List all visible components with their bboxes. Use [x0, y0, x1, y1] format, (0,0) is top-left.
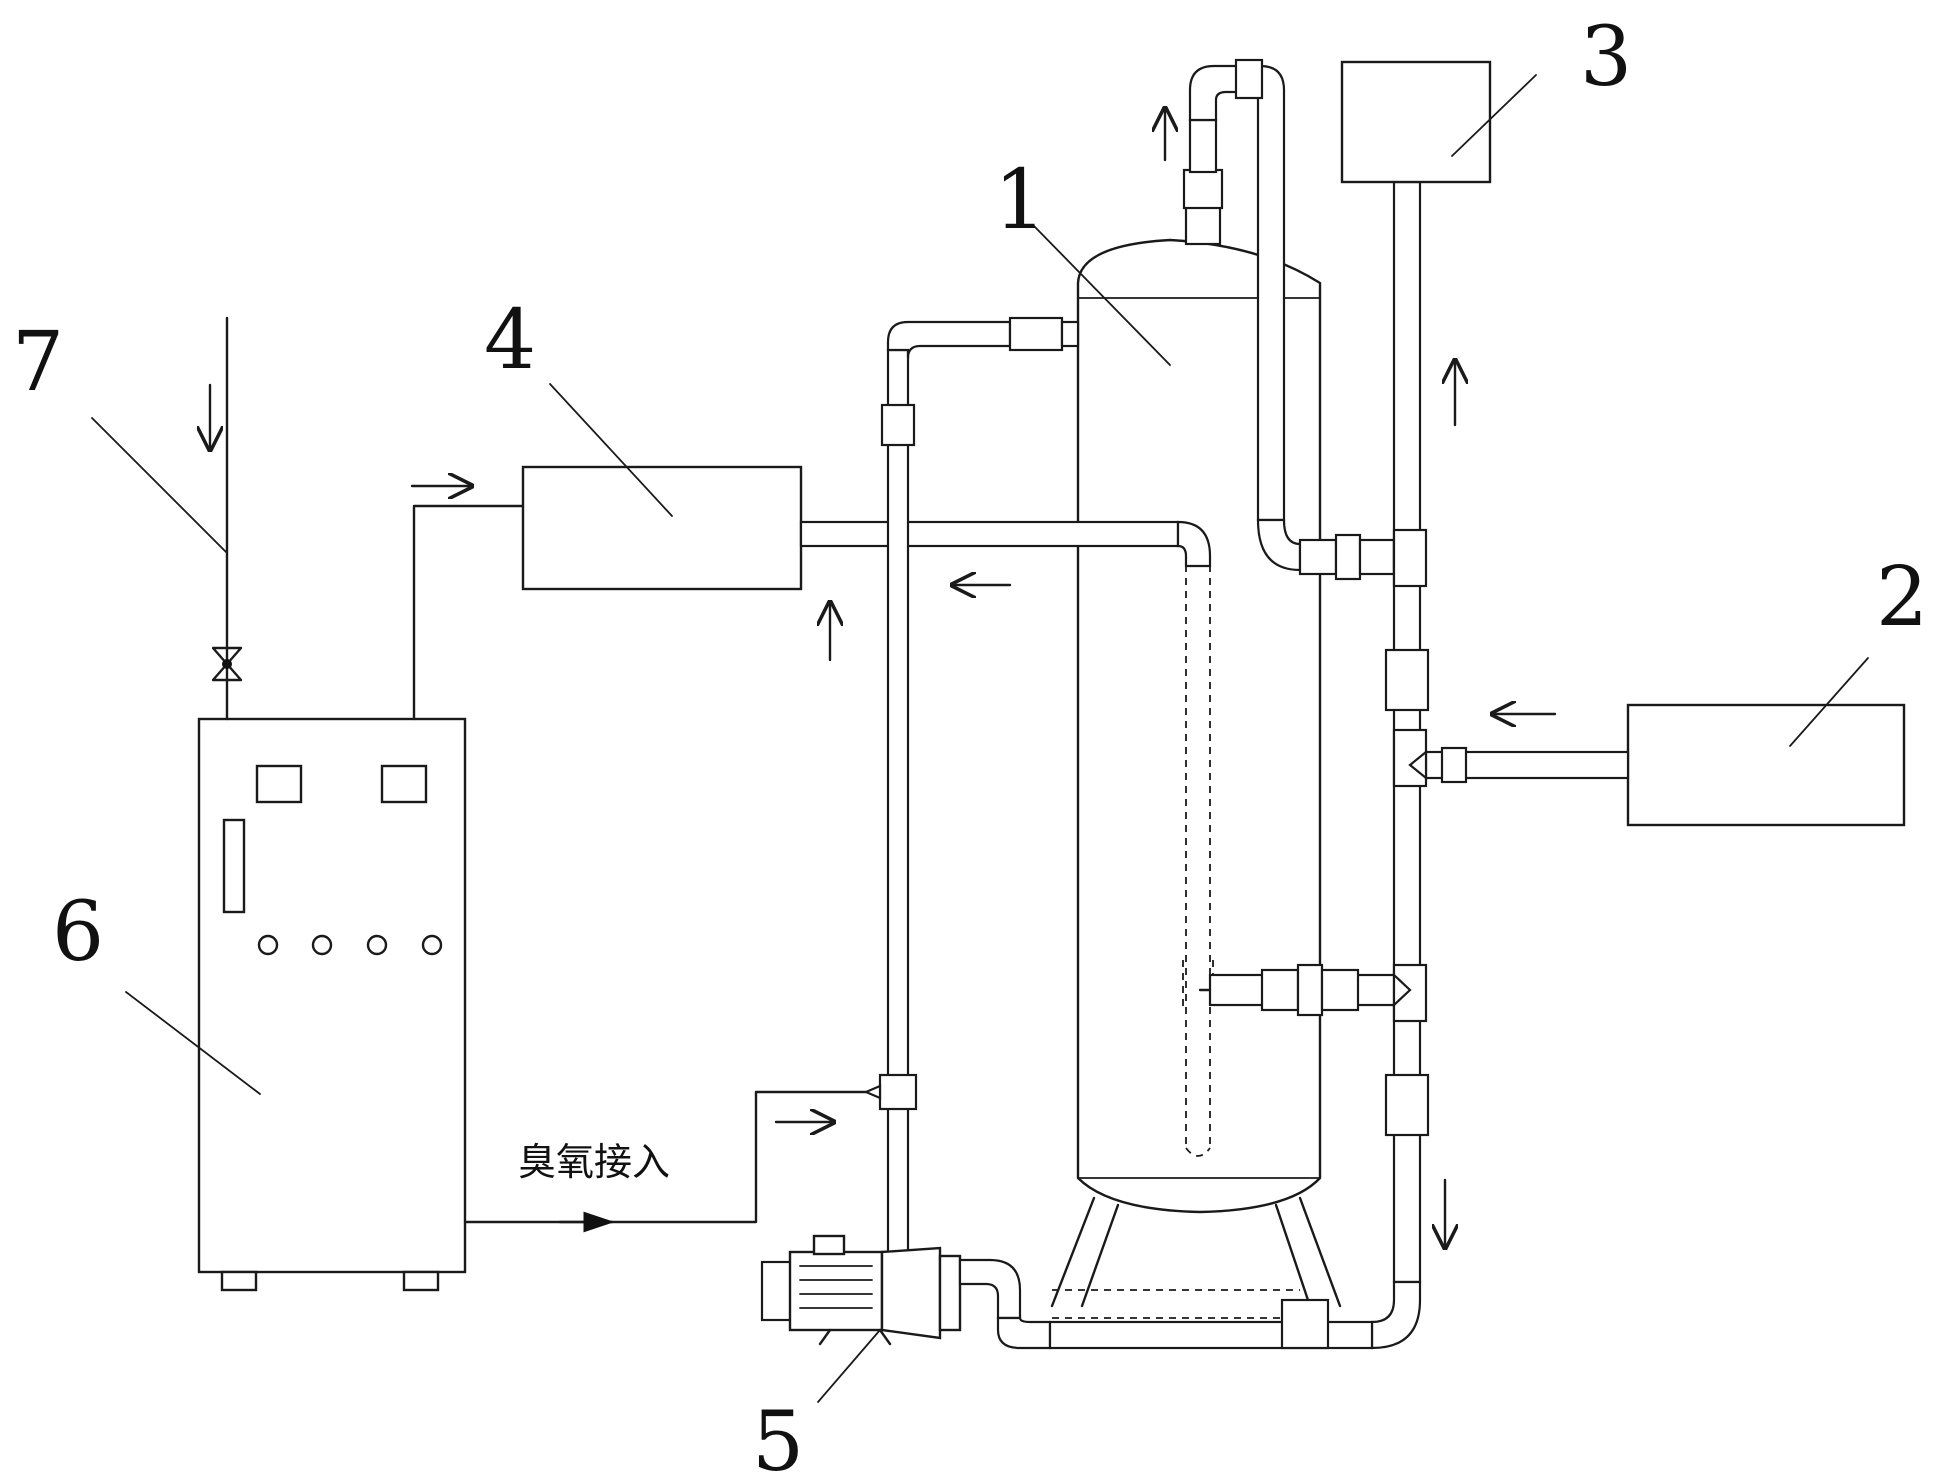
ozone-generator: [197, 717, 467, 1292]
knob-4: [421, 934, 443, 956]
leader-1: [1033, 225, 1171, 366]
label-5: 5: [752, 1395, 804, 1481]
tank: [1050, 202, 1342, 1308]
box4-outlet-pipe: [799, 520, 1212, 568]
foot-left: [220, 1270, 258, 1292]
knob-1: [257, 934, 279, 956]
valve-icon: [211, 646, 243, 682]
leader-7: [91, 417, 227, 553]
right-unit: [1626, 703, 1906, 827]
lower-branch-pipe: [1198, 963, 1412, 1017]
pump: [760, 1234, 1374, 1350]
leader-3: [1451, 74, 1537, 157]
top-box: [1340, 60, 1492, 184]
top-loop-pipe: [1182, 58, 1412, 581]
flow-meter: [222, 818, 246, 914]
leader-6: [125, 991, 261, 1095]
label-7: 7: [12, 315, 64, 410]
label-4: 4: [484, 293, 536, 388]
leader-4: [549, 383, 673, 517]
ozone-inlet-caption: 臭氧接入: [518, 1140, 670, 1184]
pump-riser-pipe: [863, 316, 1080, 1257]
label-6: 6: [52, 885, 104, 980]
generator-to-box4-line: [412, 504, 525, 721]
right-vertical-pipe: [1370, 180, 1430, 1350]
foot-right: [402, 1270, 440, 1292]
mid-box: [521, 465, 803, 591]
knob-3: [366, 934, 388, 956]
knob-2: [311, 934, 333, 956]
label-2: 2: [1876, 550, 1928, 645]
label-3: 3: [1580, 10, 1632, 105]
display-window-left: [255, 764, 303, 804]
display-window-right: [380, 764, 428, 804]
internal-pipes: [1052, 521, 1300, 1319]
leader-2: [1789, 657, 1869, 747]
leader-5: [817, 1329, 881, 1403]
label-1: 1: [994, 153, 1046, 248]
